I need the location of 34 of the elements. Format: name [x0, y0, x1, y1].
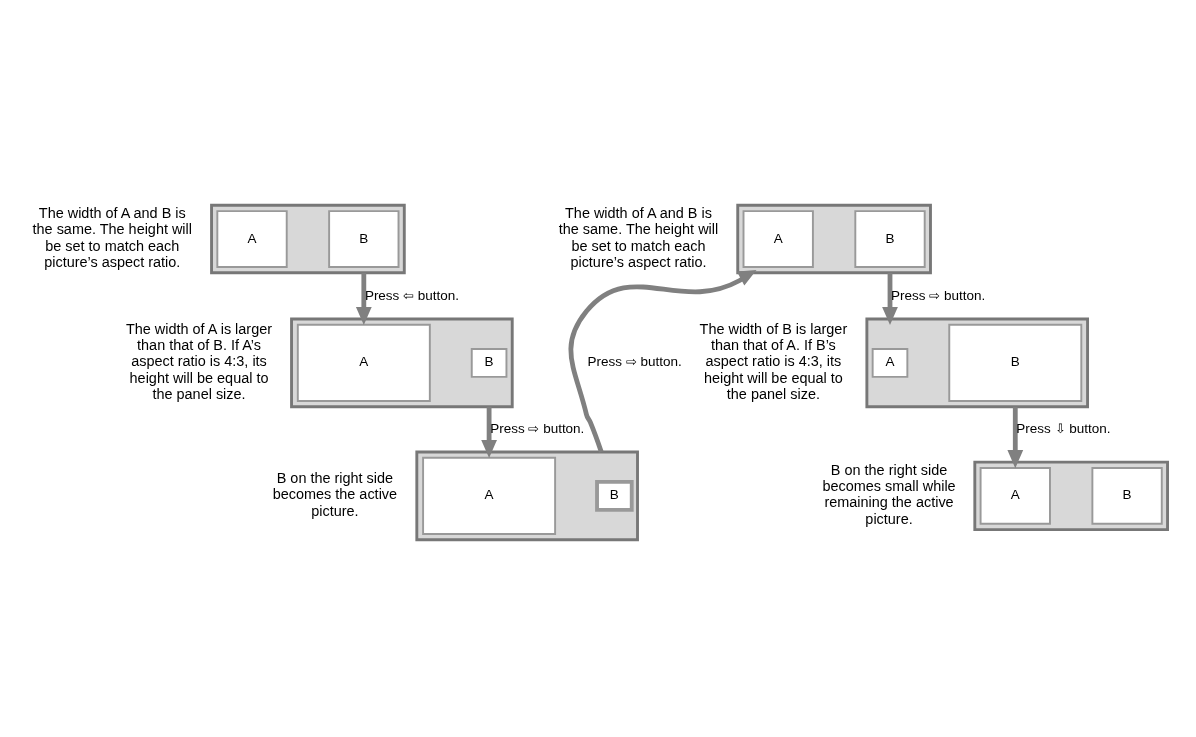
node-box: A [871, 347, 909, 378]
node-label: The width of A and B is the same. The height will be set to match each picture’s aspect ratio. [558, 204, 719, 270]
node-box: A [422, 456, 557, 535]
cluster [210, 203, 406, 274]
edge-label: Press ⇨ button. [587, 353, 682, 369]
arrow [355, 272, 372, 325]
arrow [568, 269, 757, 453]
node-box: B [1091, 466, 1163, 525]
node-label: The width of A is larger than that of B. If A’s aspect ratio is 4:3, its height will be equal to the panel size. [125, 319, 273, 402]
cluster [973, 460, 1169, 531]
node-box: A [296, 323, 431, 402]
arrow [1007, 406, 1024, 468]
cluster [865, 317, 1089, 408]
node-box: B [328, 209, 400, 268]
node-box: A [979, 466, 1051, 525]
node-box: A [216, 209, 288, 268]
edge-label: Press ⇩ button. [1016, 420, 1111, 436]
node-box: B [854, 209, 926, 268]
node-label: The width of B is larger than that of A. If B’s aspect ratio is 4:3, its height will be equal to the panel size. [699, 319, 848, 402]
node-box: B [470, 347, 508, 378]
node-box: B [948, 323, 1083, 402]
cluster [736, 203, 932, 274]
cluster [290, 317, 514, 408]
edge-label: Press ⇨ button. [891, 287, 986, 303]
node-box: A [742, 209, 814, 268]
node-label: B on the right side becomes the active picture. [272, 469, 398, 519]
edge-label: Press ⇨ button. [490, 420, 585, 436]
arrow [481, 406, 497, 458]
node-label: B on the right side becomes small while remaining the active picture. [822, 461, 956, 527]
cluster [415, 450, 639, 541]
arrow [882, 272, 898, 325]
edge-label: Press ⇦ button. [364, 287, 460, 303]
node-label: The width of A and B is the same. The height will be set to match each picture’s aspect ratio. [32, 204, 193, 270]
node-box: B [595, 479, 634, 512]
